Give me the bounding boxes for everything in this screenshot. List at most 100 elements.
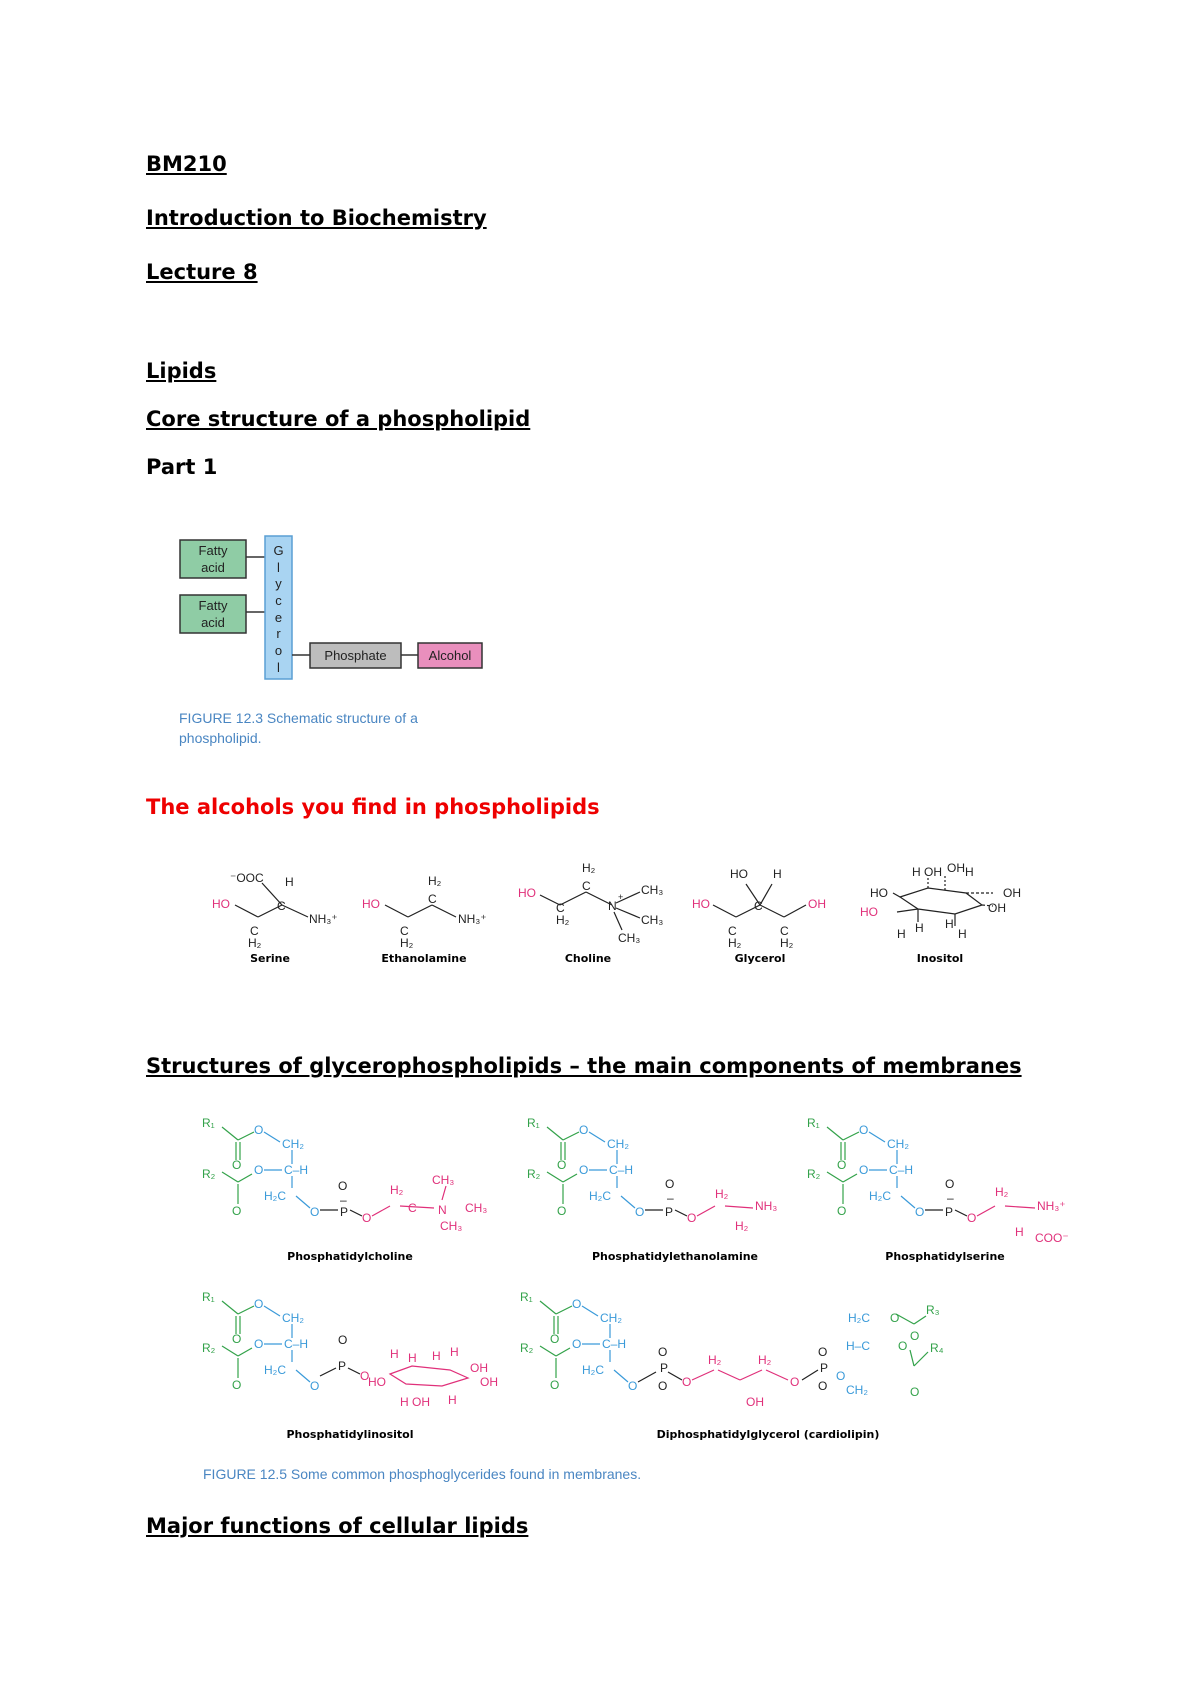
svg-text:H₂: H₂: [780, 936, 794, 950]
svg-text:O: O: [890, 1311, 899, 1325]
course-code: BM210: [146, 152, 227, 176]
figure-12-3-caption: FIGURE 12.3 Schematic structure of a pho…: [179, 710, 418, 746]
svg-text:OH: OH: [808, 897, 826, 911]
svg-text:HO: HO: [362, 897, 380, 911]
svg-text:O: O: [910, 1385, 919, 1399]
svg-text:H: H: [390, 1347, 399, 1361]
glycerol-letter: o: [275, 643, 282, 658]
phospholipid-name: Phosphatidylethanolamine: [592, 1250, 758, 1263]
glycerol-letter: y: [275, 576, 282, 591]
phospholipid-name: Phosphatidylinositol: [286, 1428, 413, 1441]
svg-text:+: +: [618, 892, 623, 902]
fatty-acid-box-2: [179, 594, 247, 634]
svg-text:NH₃⁺: NH₃⁺: [458, 912, 487, 926]
svg-text:H: H: [285, 875, 294, 889]
svg-text:acid: acid: [201, 615, 225, 630]
phosphate-box: [309, 642, 402, 669]
svg-text:O: O: [945, 1177, 954, 1191]
inositol-structure: [892, 876, 994, 926]
svg-text:P: P: [820, 1361, 828, 1375]
svg-text:H: H: [448, 1393, 457, 1407]
svg-text:CH₂: CH₂: [846, 1383, 868, 1397]
svg-text:CH₃: CH₃: [618, 931, 640, 945]
svg-text:C: C: [277, 899, 286, 913]
svg-text:N: N: [438, 1203, 447, 1217]
phospholipid-schematic: Fatty acid Fatty acid G l y c e r o l Ph…: [179, 535, 483, 680]
alcohol-name: Glycerol: [735, 952, 786, 965]
glycerol-letter: G: [273, 543, 283, 558]
svg-text:C: C: [400, 924, 409, 938]
svg-text:H: H: [432, 1349, 441, 1363]
svg-text:CH₃: CH₃: [641, 913, 663, 927]
svg-text:H₂: H₂: [735, 1219, 749, 1233]
svg-text:H: H: [965, 865, 974, 879]
svg-text:H₂: H₂: [995, 1185, 1009, 1199]
svg-text:H₂: H₂: [728, 936, 742, 950]
svg-text:O: O: [682, 1375, 691, 1389]
phosphate-label: Phosphate: [324, 648, 386, 663]
alcohol-name: Choline: [565, 952, 611, 965]
serine-structure: [234, 882, 309, 918]
svg-text:OH: OH: [1003, 886, 1021, 900]
svg-text:H₂: H₂: [556, 913, 570, 927]
svg-text:H₂: H₂: [428, 874, 442, 888]
svg-text:H OH: H OH: [400, 1395, 430, 1409]
svg-text:C: C: [428, 892, 437, 906]
svg-text:H₂: H₂: [390, 1183, 404, 1197]
svg-text:C: C: [556, 901, 565, 915]
svg-text:H: H: [945, 917, 954, 931]
alcohol-name: Ethanolamine: [381, 952, 466, 965]
svg-text:O: O: [910, 1329, 919, 1343]
fatty-acid-1-line1: Fatty: [199, 543, 228, 558]
svg-text:NH₃⁺: NH₃⁺: [309, 912, 338, 926]
svg-text:H: H: [915, 921, 924, 935]
svg-text:N: N: [608, 899, 617, 913]
alcohol-label: Alcohol: [429, 648, 472, 663]
functions-heading: Major functions of cellular lipids: [146, 1514, 529, 1538]
svg-text:Fatty: Fatty: [199, 598, 228, 613]
section-core-structure: Core structure of a phospholipid: [146, 407, 531, 431]
alcohol-box: [417, 642, 483, 669]
svg-text:O: O: [338, 1333, 347, 1347]
glycerol-letter: l: [277, 660, 280, 675]
svg-text:P: P: [665, 1205, 673, 1219]
svg-text:H₂: H₂: [715, 1187, 729, 1201]
fatty-acid-box-1: [179, 539, 247, 579]
svg-text:H₂: H₂: [708, 1353, 722, 1367]
svg-text:H: H: [1015, 1225, 1024, 1239]
svg-text:O: O: [658, 1379, 667, 1393]
svg-text:HO: HO: [860, 905, 878, 919]
svg-text:O: O: [665, 1177, 674, 1191]
svg-text:H: H: [773, 867, 782, 881]
svg-text:O: O: [836, 1369, 845, 1383]
svg-text:C: C: [408, 1201, 417, 1215]
glycerol-letter: l: [277, 560, 280, 575]
svg-text:H: H: [408, 1351, 417, 1365]
svg-text:H: H: [897, 927, 906, 941]
phospholipid-name: Phosphatidylcholine: [287, 1250, 413, 1263]
svg-text:O: O: [338, 1179, 347, 1193]
svg-text:O: O: [898, 1339, 907, 1353]
glycerol-letter: c: [275, 593, 282, 608]
svg-text:–: –: [947, 1191, 954, 1205]
svg-text:P: P: [660, 1361, 668, 1375]
svg-text:H₂: H₂: [758, 1353, 772, 1367]
glycerol-letter: e: [275, 610, 282, 625]
ethanolamine-structure: [384, 904, 457, 918]
svg-text:H: H: [450, 1345, 459, 1359]
section-lipids: Lipids: [146, 359, 217, 383]
svg-text:OH: OH: [746, 1395, 764, 1409]
svg-text:O: O: [658, 1345, 667, 1359]
svg-text:C: C: [754, 899, 763, 913]
svg-text:CH₃: CH₃: [440, 1219, 462, 1233]
svg-text:HO: HO: [870, 886, 888, 900]
svg-text:HO: HO: [518, 886, 536, 900]
svg-text:COO⁻: COO⁻: [1035, 1231, 1069, 1245]
svg-text:H: H: [958, 927, 967, 941]
